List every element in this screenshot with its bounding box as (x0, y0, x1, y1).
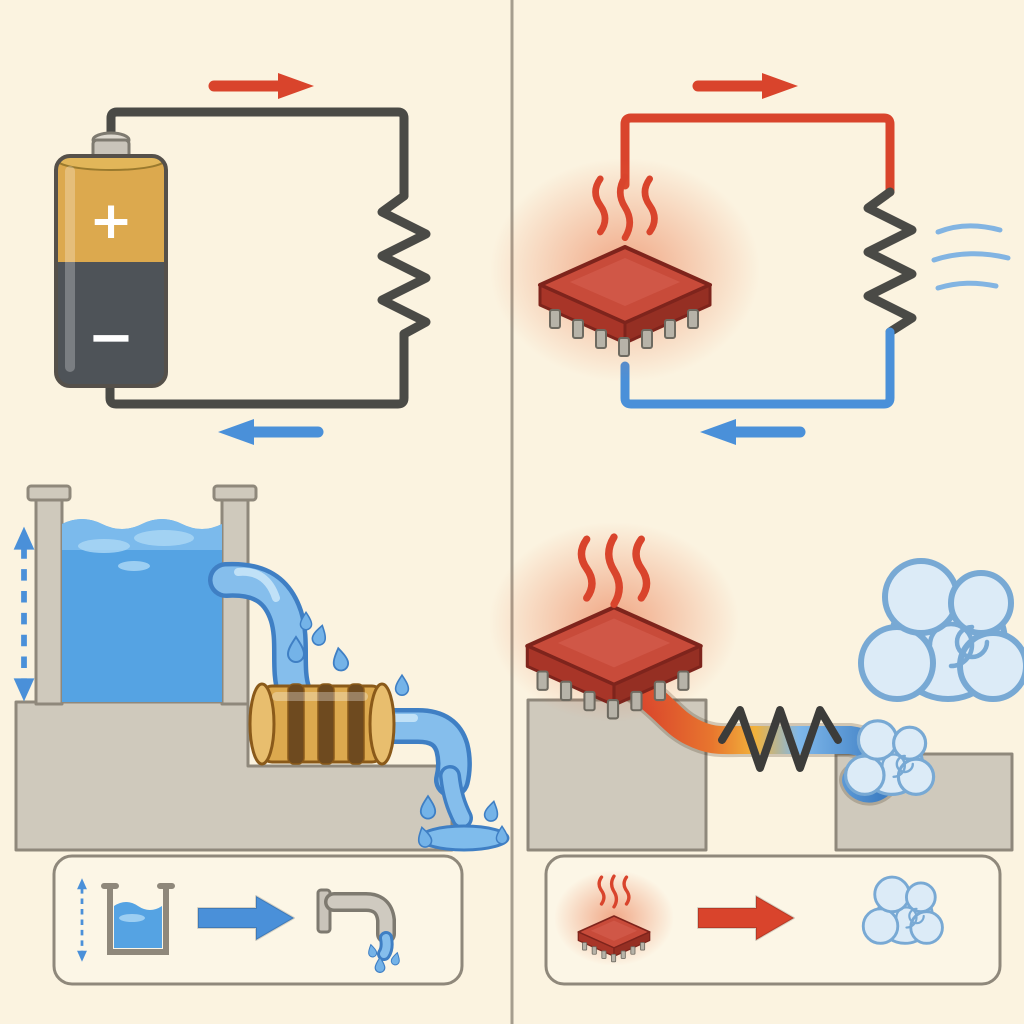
resistance-coil (248, 682, 396, 766)
battery-body (54, 154, 168, 388)
cloud-icon (861, 561, 1024, 699)
cloud-icon (843, 719, 936, 797)
right-legend (544, 854, 1002, 986)
outflow-splash (414, 765, 510, 852)
hot-wire (620, 113, 895, 197)
battery: + − (54, 131, 168, 388)
water-cup-icon (101, 883, 175, 955)
battery-plus-label: + (89, 191, 133, 251)
water-spout-icon (316, 888, 402, 974)
water-analogy-scene (14, 484, 510, 852)
airflow-lines-icon (931, 223, 1011, 291)
cool-wire (620, 327, 895, 409)
right-electric-circuit (490, 73, 1011, 445)
tank-right-lip (212, 484, 258, 502)
circuit-wire (105, 107, 409, 409)
heat-analogy-scene (489, 522, 1024, 852)
thermal-resistor-icon (718, 706, 842, 772)
hot-chip-icon (554, 870, 674, 966)
tank-left-wall (34, 496, 64, 706)
tank-right-wall (220, 496, 250, 706)
hot-chip (490, 158, 760, 382)
tank-water (62, 519, 222, 702)
left-electric-circuit: + − (54, 73, 431, 445)
battery-minus-label: − (88, 305, 135, 370)
hot-chip (489, 522, 739, 722)
battery-positive-section (56, 156, 166, 262)
heat-cloud-icon (861, 875, 944, 945)
water-tank (26, 484, 258, 706)
tank-left-lip (26, 484, 72, 502)
left-legend (52, 854, 464, 986)
resistor-icon (377, 191, 431, 339)
resistor-icon (863, 187, 917, 337)
battery-negative-section (56, 262, 166, 386)
